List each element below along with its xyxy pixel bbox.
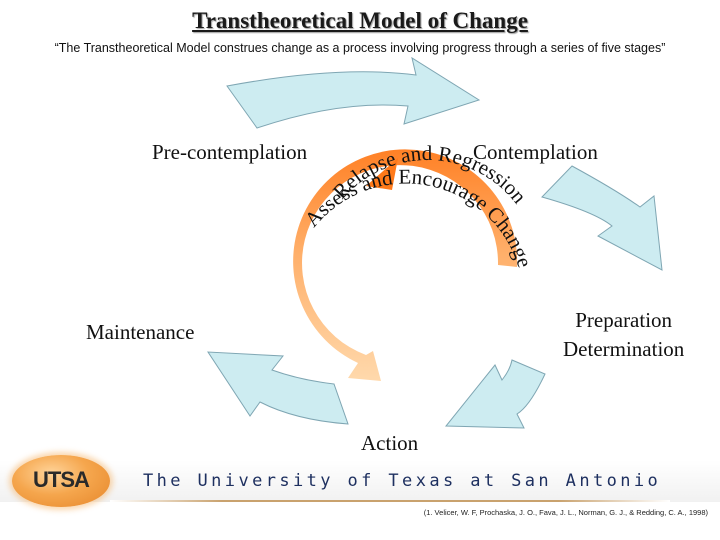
- university-name: The University of Texas at San Antonio: [143, 471, 662, 491]
- utsa-logo: UTSA: [12, 455, 110, 507]
- center-relapse-arrowhead: [366, 158, 398, 190]
- stage-preparation-label: Preparation: [575, 308, 673, 332]
- page-title: Transtheoretical Model of Change: [192, 8, 528, 33]
- stage-maintenance-label: Maintenance: [86, 320, 195, 344]
- citation-text: (1. Velicer, W. F, Prochaska, J. O., Fav…: [423, 508, 708, 517]
- model-quote: “The Transtheoretical Model construes ch…: [54, 41, 666, 55]
- stage-precontemplation-label: Pre-contemplation: [152, 140, 308, 164]
- stage-preparation-determination: Preparation Determination: [563, 306, 684, 364]
- footer-divider: [110, 500, 670, 502]
- stage-action-label: Action: [361, 431, 419, 455]
- arrow-preparation-to-action: [444, 359, 546, 429]
- arrow-precontemplation-to-contemplation: [226, 56, 481, 129]
- stage-contemplation-label: Contemplation: [473, 140, 598, 164]
- arrow-action-to-maintenance: [207, 351, 349, 425]
- footer-banner: [0, 460, 720, 502]
- logo-text: UTSA: [33, 467, 90, 492]
- arrow-contemplation-to-preparation: [541, 165, 663, 271]
- stage-determination-label: Determination: [563, 337, 685, 361]
